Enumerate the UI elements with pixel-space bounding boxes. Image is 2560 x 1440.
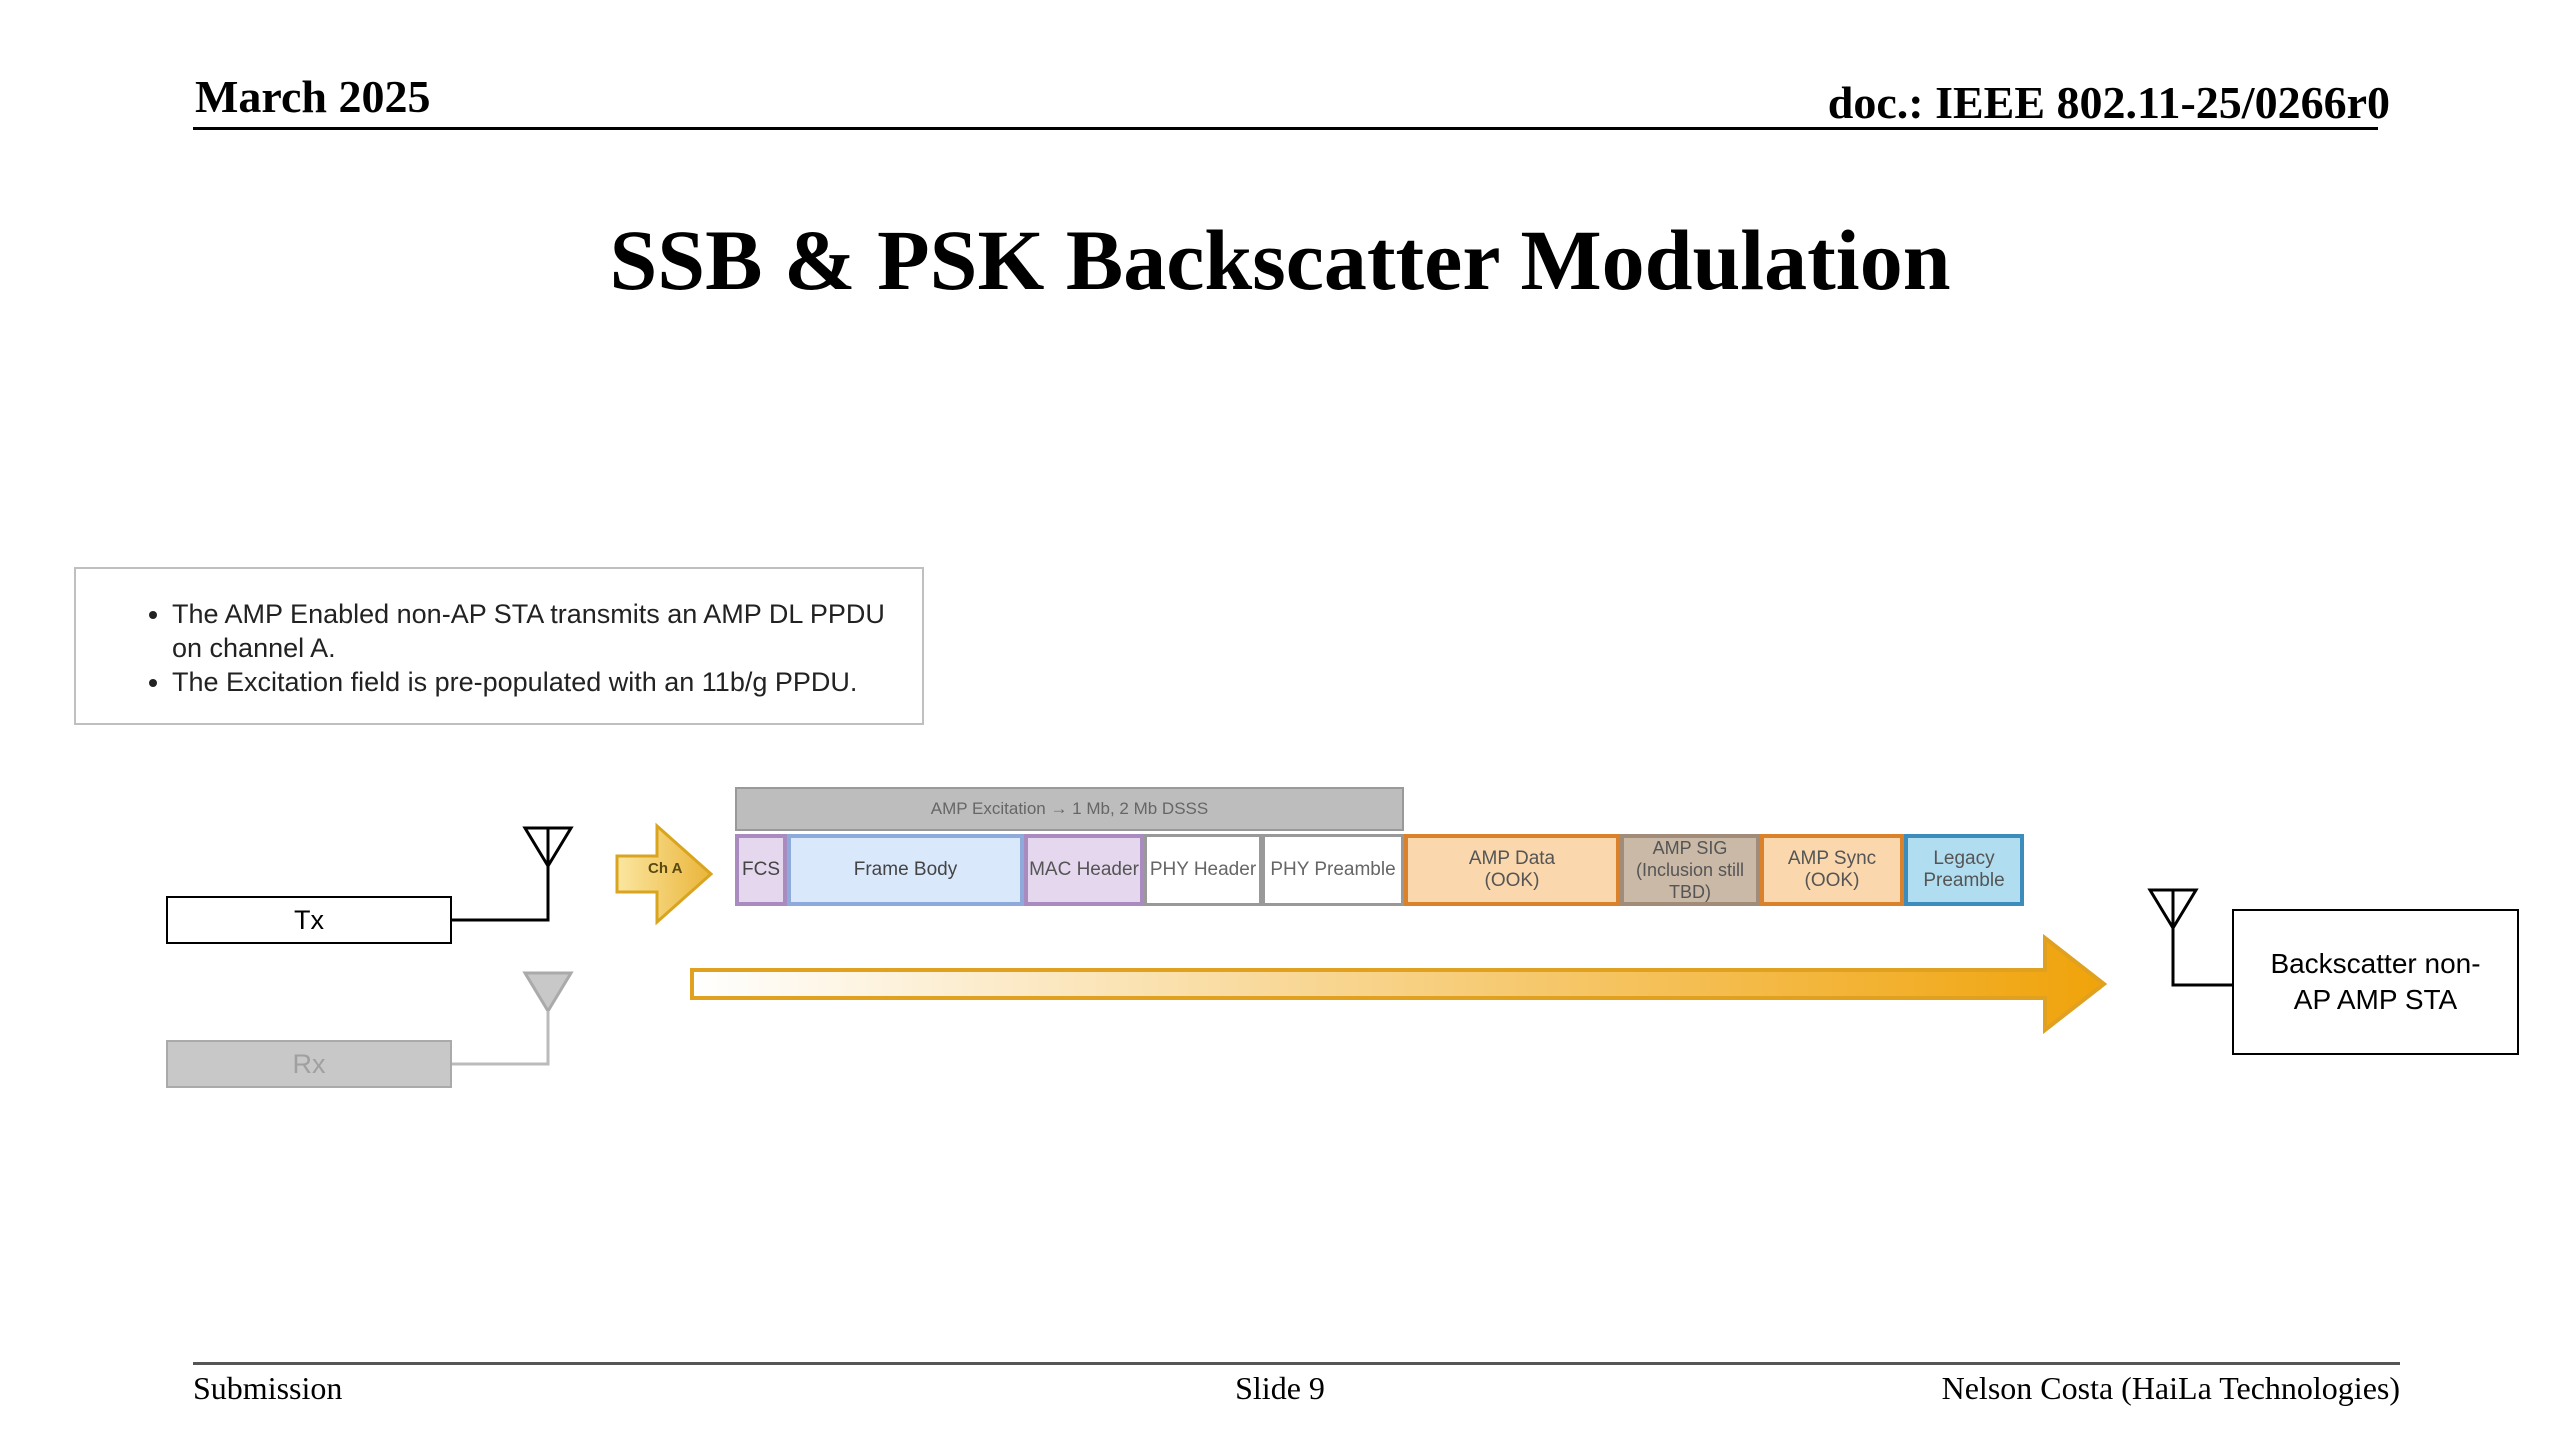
tx-label: Tx bbox=[294, 904, 324, 935]
footer-divider bbox=[193, 1362, 2400, 1365]
tx-box: Tx bbox=[166, 896, 452, 944]
field-label: AMP Sync (OOK) bbox=[1787, 848, 1877, 891]
field-label: PHY Header bbox=[1149, 859, 1257, 880]
field-amp-sync: AMP Sync (OOK) bbox=[1760, 834, 1904, 906]
excitation-label: AMP Excitation → 1 Mb, 2 Mb DSSS bbox=[930, 799, 1209, 818]
sta-antenna-icon bbox=[2147, 888, 2232, 987]
tx-antenna-icon bbox=[452, 826, 574, 922]
sta-label: Backscatter non-AP AMP STA bbox=[2270, 948, 2481, 1015]
field-label: PHY Preamble bbox=[1270, 859, 1396, 880]
rx-box: Rx bbox=[166, 1040, 452, 1088]
field-label: Frame Body bbox=[853, 859, 958, 880]
channel-a-label: Ch A bbox=[648, 860, 683, 877]
header-date: March 2025 bbox=[195, 71, 431, 122]
bullet-item: The AMP Enabled non-AP STA transmits an … bbox=[172, 597, 922, 665]
field-label: FCS bbox=[742, 859, 780, 880]
transmission-arrow-icon bbox=[690, 933, 2108, 1035]
field-label: MAC Header bbox=[1029, 859, 1139, 880]
field-amp-data: AMP Data (OOK) bbox=[1404, 834, 1620, 906]
header-divider bbox=[193, 127, 2378, 130]
field-label: AMP Data (OOK) bbox=[1468, 848, 1556, 891]
field-amp-sig: AMP SIG (Inclusion still TBD) bbox=[1620, 834, 1760, 906]
bullet-list: The AMP Enabled non-AP STA transmits an … bbox=[76, 569, 922, 699]
rx-label: Rx bbox=[292, 1048, 326, 1079]
rx-antenna-icon bbox=[452, 971, 574, 1066]
header-doc-id: doc.: IEEE 802.11-25/0266r0 bbox=[1827, 77, 2390, 128]
footer-slide-number: Slide 9 bbox=[1235, 1370, 1325, 1406]
backscatter-sta-box: Backscatter non-AP AMP STA bbox=[2232, 909, 2519, 1055]
field-mac-header: MAC Header bbox=[1024, 834, 1144, 906]
bullet-box: The AMP Enabled non-AP STA transmits an … bbox=[74, 567, 924, 725]
field-fcs: FCS bbox=[735, 834, 787, 906]
field-phy-preamble: PHY Preamble bbox=[1262, 834, 1404, 906]
excitation-field: AMP Excitation → 1 Mb, 2 Mb DSSS bbox=[735, 787, 1404, 831]
slide-title: SSB & PSK Backscatter Modulation bbox=[609, 212, 1951, 308]
channel-a-arrow-icon bbox=[615, 822, 714, 926]
bullet-item: The Excitation field is pre-populated wi… bbox=[172, 665, 922, 699]
field-label: AMP SIG (Inclusion still TBD) bbox=[1635, 838, 1745, 902]
field-legacy-preamble: Legacy Preamble bbox=[1904, 834, 2024, 906]
field-label: Legacy Preamble bbox=[1923, 848, 2005, 891]
field-frame-body: Frame Body bbox=[787, 834, 1024, 906]
footer-author: Nelson Costa (HaiLa Technologies) bbox=[1941, 1370, 2400, 1406]
footer-submission: Submission bbox=[193, 1370, 343, 1406]
field-phy-header: PHY Header bbox=[1144, 834, 1262, 906]
